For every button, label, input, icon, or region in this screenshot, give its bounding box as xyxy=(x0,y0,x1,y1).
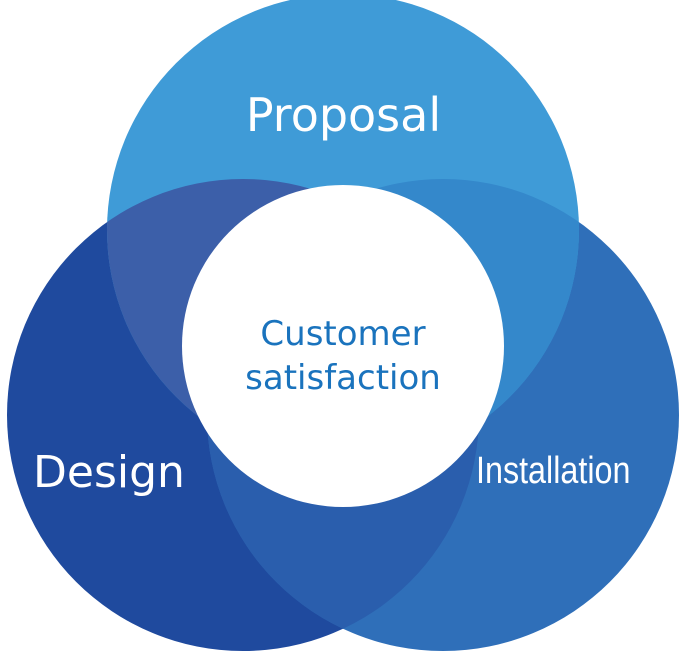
center-circle xyxy=(182,185,504,507)
center-line-1: Customer xyxy=(260,314,426,354)
center-line-2: satisfaction xyxy=(245,358,441,398)
customer-satisfaction-label: Customer satisfaction xyxy=(183,312,503,400)
installation-label: Installation xyxy=(476,450,631,492)
design-label: Design xyxy=(33,447,185,498)
proposal-label: Proposal xyxy=(245,88,442,142)
